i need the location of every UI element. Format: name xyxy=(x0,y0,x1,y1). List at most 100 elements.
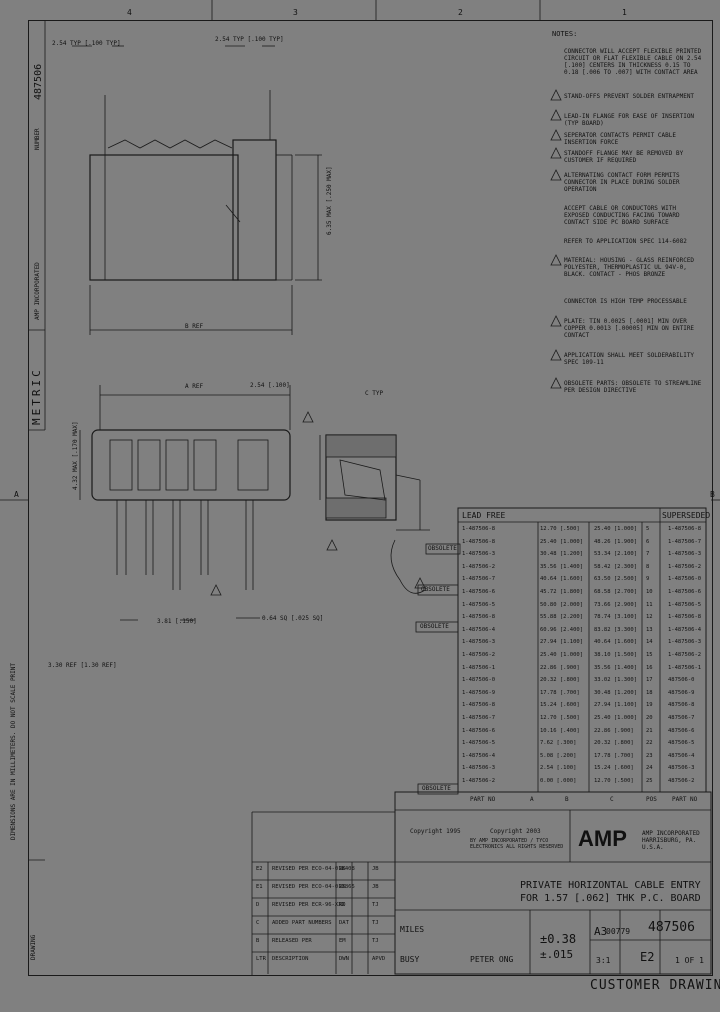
note-item: OBSOLETE PARTS: OBSOLETE TO STREAMLINE P… xyxy=(564,380,702,394)
title-line: PRIVATE HORIZONTAL CABLE ENTRY xyxy=(520,880,701,891)
revision-cell: LTR xyxy=(256,956,266,962)
copyright: Copyright 2003 xyxy=(490,828,541,835)
table-cell: 20.32 [.800] xyxy=(540,677,580,684)
revision-cell: RELEASED PER xyxy=(272,938,312,944)
table-cell: 27.94 [1.100] xyxy=(540,639,584,646)
metric-label: METRIC xyxy=(30,367,43,425)
table-cell: 12.70 [.500] xyxy=(594,778,634,784)
table-cell: 13 xyxy=(646,626,653,633)
revision-cell: REVISED PER ECR-96-XXX xyxy=(272,902,345,908)
table-cell: 15 xyxy=(646,652,653,658)
cage: 00779 xyxy=(606,927,631,936)
note-item: SEPERATOR CONTACTS PERMIT CABLE INSERTIO… xyxy=(564,132,676,146)
note-item: REFER TO APPLICATION SPEC 114-6082 xyxy=(564,238,687,245)
table-cell: 25.40 [1.000] xyxy=(540,652,584,658)
dwn: MILES xyxy=(400,925,425,934)
table-cell: 1-487506-6 xyxy=(462,727,496,734)
table-cell: 7.62 [.300] xyxy=(540,740,577,747)
note-item: CONNECTOR IS HIGH TEMP PROCESSABLE xyxy=(564,298,687,305)
dimensions-note: DIMENSIONS ARE IN MILLIMETERS. DO NOT SC… xyxy=(10,662,17,840)
table-cell: 1-487506-3 xyxy=(462,639,496,646)
company: AMP INCORPORATED HARRISBURG, PA. U.S.A. xyxy=(642,830,700,851)
note-item: CONNECTOR WILL ACCEPT FLEXIBLE PRINTED C… xyxy=(564,48,702,76)
table-cell: 19 xyxy=(646,702,653,709)
table-cell: 15.24 [.600] xyxy=(594,765,634,772)
revision-cell: DAT xyxy=(339,920,349,926)
table-cell: 487506-2 xyxy=(668,778,695,784)
table-cell: 73.66 [2.900] xyxy=(594,601,638,608)
table-cell: 35.56 [1.400] xyxy=(594,664,638,671)
table-cell: 1-487506-3 xyxy=(668,551,702,558)
table-cell: 1-487506-3 xyxy=(462,551,496,558)
table-cell: 58.42 [2.300] xyxy=(594,563,638,570)
table-cell: 53.34 [2.100] xyxy=(594,551,638,558)
table-cell: 5 xyxy=(646,526,650,532)
table-cell: 68.58 [2.700] xyxy=(594,589,638,595)
revision-cell: REVISED PER ECO-04-013865 xyxy=(272,884,355,890)
table-cell: 1-487506-2 xyxy=(668,563,702,570)
dim-label: 2.54 [.100] xyxy=(250,382,290,389)
revision-cell: B xyxy=(256,938,260,944)
table-footer: PART NO xyxy=(470,796,496,803)
dim-label: 0.64 SQ [.025 SQ] xyxy=(262,615,324,622)
table-cell: 1-487506-8 xyxy=(462,614,496,621)
table-cell: 22.86 [.900] xyxy=(540,664,580,671)
table-cell: 55.88 [2.200] xyxy=(540,614,584,621)
table-cell: 1-487506-6 xyxy=(462,589,496,595)
table-cell: 22 xyxy=(646,740,653,747)
table-cell: 9 xyxy=(646,576,650,583)
revision-cell: RD xyxy=(339,902,346,908)
table-footer: C xyxy=(610,796,614,803)
table-cell: 1-487506-6 xyxy=(668,589,702,595)
notes-block: NOTES: xyxy=(552,30,707,38)
table-cell: 12 xyxy=(646,614,653,621)
size: A3 xyxy=(594,925,608,938)
table-cell: 487506-7 xyxy=(668,715,695,721)
amp-logo: AMP xyxy=(578,826,627,851)
dim-label: C TYP xyxy=(365,390,384,397)
table-cell: 83.82 [3.300] xyxy=(594,626,638,633)
table-cell: 16 xyxy=(646,664,653,671)
zone-number: 4 xyxy=(127,8,132,17)
table-cell: 1-487506-5 xyxy=(668,601,702,608)
table-cell: 1-487506-5 xyxy=(462,740,496,747)
copyright: Copyright 1995 xyxy=(410,828,461,835)
table-cell: 1-487506-2 xyxy=(462,563,496,570)
table-cell: 30.48 [1.200] xyxy=(594,689,638,696)
table-cell: 25.40 [1.000] xyxy=(594,526,638,532)
table-cell: 1-487506-7 xyxy=(668,538,702,545)
dim-label: A REF xyxy=(185,383,204,390)
table-cell: 1-487506-8 xyxy=(668,526,702,532)
table-footer: A xyxy=(530,796,534,803)
table-cell: 7 xyxy=(646,551,650,558)
table-cell: 45.72 [1.800] xyxy=(540,589,584,595)
table-cell: 487506-9 xyxy=(668,689,695,696)
chk: BUSY xyxy=(400,955,420,964)
table-cell: 11 xyxy=(646,601,653,608)
doc-number-vertical: 487506 xyxy=(33,63,44,100)
table-cell: 1-487506-0 xyxy=(668,576,702,583)
table-cell: 12.70 [.500] xyxy=(540,715,580,721)
table-cell: 487506-0 xyxy=(668,677,695,684)
table-cell: 6 xyxy=(646,538,650,545)
drawing-label: DRAWING xyxy=(30,934,37,960)
note-item: PLATE: TIN 0.0025 [.0001] MIN OVER COPPE… xyxy=(564,318,695,339)
obsolete-flag: OBSOLETE xyxy=(428,545,457,552)
table-cell: 18 xyxy=(646,689,653,696)
note-item: LEAD-IN FLANGE FOR EASE OF INSERTION (TY… xyxy=(564,113,695,127)
table-cell: 25.40 [1.000] xyxy=(540,538,584,545)
table-cell: 2.54 [.100] xyxy=(540,765,577,772)
zone-number: 1 xyxy=(622,8,627,17)
table-cell: 20 xyxy=(646,715,653,721)
table-cell: 35.56 [1.400] xyxy=(540,563,584,570)
table-cell: 1-487506-2 xyxy=(462,778,496,784)
customer-drawing: CUSTOMER DRAWING xyxy=(590,978,720,993)
scale: 3:1 xyxy=(596,956,611,965)
table-cell: 1-487506-8 xyxy=(668,614,702,621)
obsolete-flag: OBSOLETE xyxy=(420,623,449,630)
revision-cell: APVD xyxy=(372,956,386,962)
revision-cell: DESCRIPTION xyxy=(272,956,309,962)
table-cell: 1-487506-7 xyxy=(462,576,496,583)
revision-cell: JB xyxy=(372,884,379,890)
table-cell: 1-487506-1 xyxy=(462,664,496,671)
